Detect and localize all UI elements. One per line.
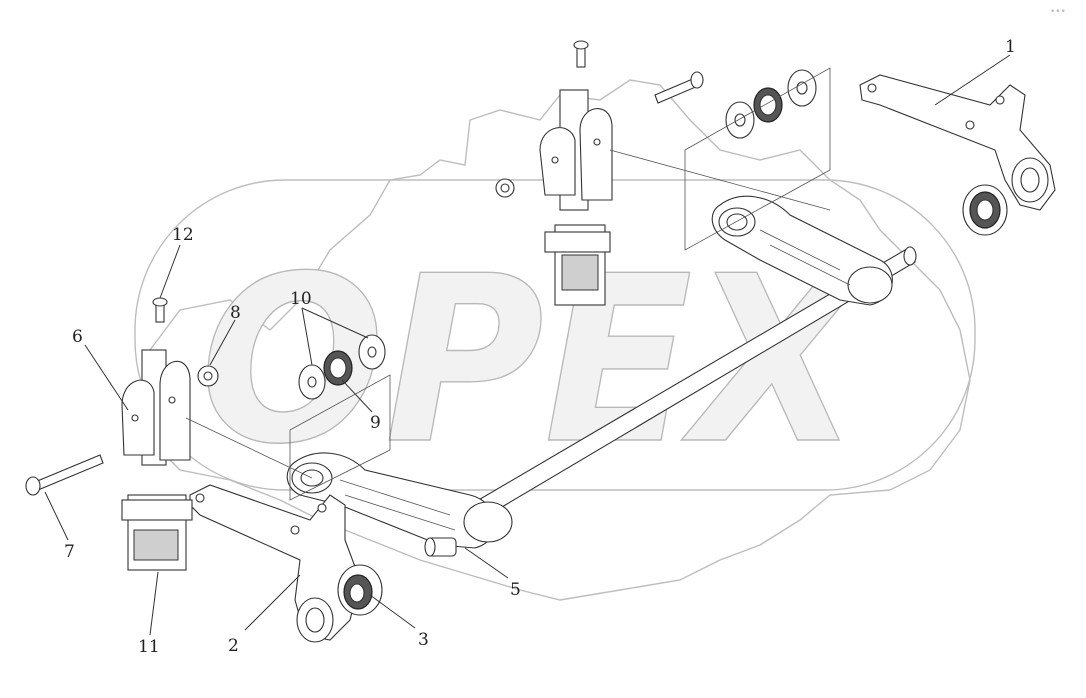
washers-10 xyxy=(298,334,386,400)
leader-8 xyxy=(209,319,236,366)
leader-10b xyxy=(301,307,369,339)
leader-lines xyxy=(44,54,1011,636)
upper-washer-bushing-set xyxy=(725,69,817,139)
upper-hidden-box xyxy=(609,67,831,251)
bushing-9 xyxy=(323,350,353,386)
leader-3 xyxy=(369,594,416,629)
corner-mark: ••• xyxy=(1050,7,1066,17)
callout-12: 12 xyxy=(172,225,194,245)
rubber-bushing-3 xyxy=(337,564,383,616)
rubber-bushing-upper xyxy=(962,184,1008,236)
callout-11: 11 xyxy=(138,637,160,657)
upper-nut xyxy=(495,178,515,198)
rear-lever-arm xyxy=(711,195,893,306)
leader-1 xyxy=(934,54,1011,106)
leader-6 xyxy=(84,344,129,411)
upper-long-bolt xyxy=(654,71,704,104)
callout-6: 6 xyxy=(72,327,83,347)
leader-10a xyxy=(301,307,313,366)
shackle-11 xyxy=(121,494,193,571)
callout-2: 2 xyxy=(228,636,239,656)
leader-12 xyxy=(159,244,181,299)
callout-1: 1 xyxy=(1005,37,1016,57)
callout-7: 7 xyxy=(64,542,75,562)
end-bushing-5 xyxy=(424,537,457,557)
bolt-7 xyxy=(25,454,104,496)
lower-hidden-box xyxy=(185,374,391,501)
leader-11 xyxy=(149,571,159,636)
watermark: OPEX xyxy=(134,79,976,601)
upper-bolt xyxy=(573,40,589,68)
watermark-gear-outline xyxy=(139,79,971,601)
callout-8: 8 xyxy=(230,303,241,323)
bolt-12 xyxy=(152,297,168,323)
shackle-bracket-6 xyxy=(121,349,191,466)
callout-5: 5 xyxy=(510,580,521,600)
callout-numbers: 1 2 3 5 6 7 8 9 10 11 12 xyxy=(64,37,1016,657)
leader-7 xyxy=(44,491,69,541)
bracket-1 xyxy=(859,74,1056,211)
callout-10: 10 xyxy=(290,289,312,309)
nut-8 xyxy=(197,365,219,387)
callout-3: 3 xyxy=(418,630,429,650)
bracket-2 xyxy=(189,484,361,643)
leader-5 xyxy=(464,547,509,579)
callout-9: 9 xyxy=(370,413,381,433)
leader-9 xyxy=(341,379,373,413)
leader-2 xyxy=(244,574,301,631)
upper-shackle-bracket xyxy=(539,89,613,306)
watermark-text: OPEX xyxy=(200,228,869,495)
